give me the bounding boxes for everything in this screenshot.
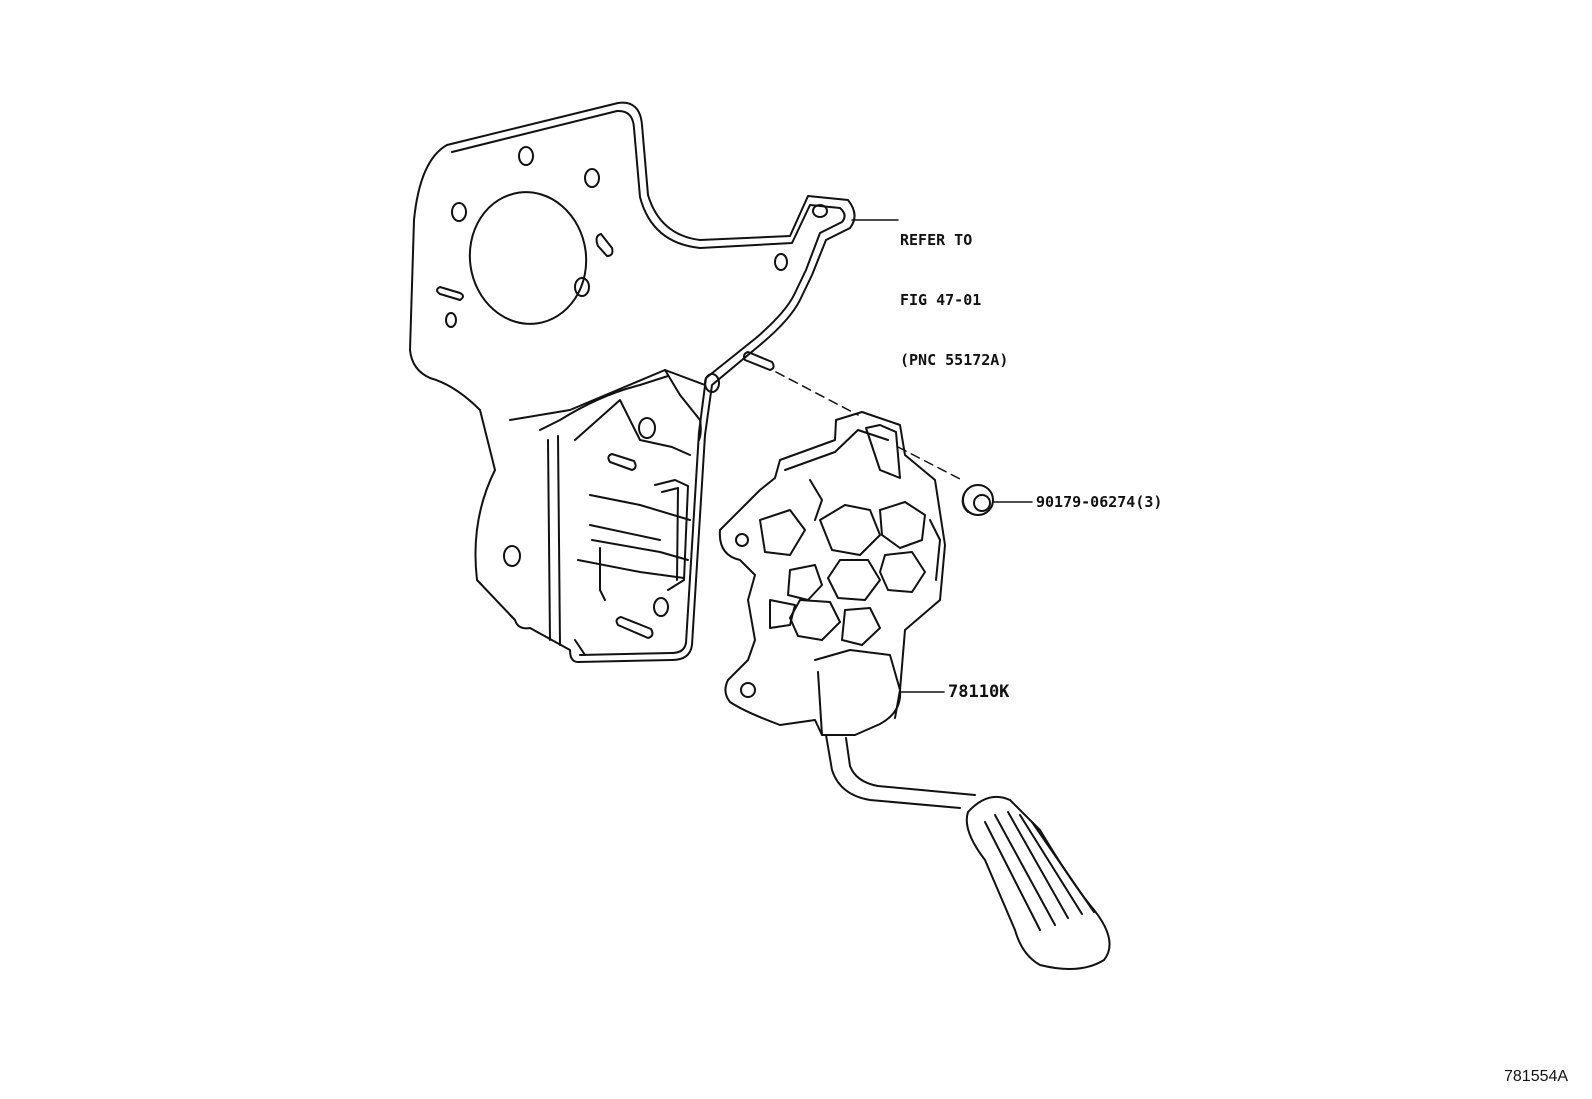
accelerator-pedal-assembly	[718, 411, 1111, 970]
pedal-assembly-part-number: 78110K	[948, 682, 1010, 702]
leader-lines	[851, 219, 1033, 693]
bracket-reference-callout: REFER TO FIG 47-01 (PNC 55172A)	[900, 190, 1008, 390]
flange-nut	[961, 484, 994, 516]
pedal-mounting-bracket	[409, 101, 856, 663]
bracket-reference-line-3: (PNC 55172A)	[900, 351, 1009, 369]
nut-part-number: 90179-06274(3)	[1036, 493, 1163, 511]
bracket-reference-line-1: REFER TO	[900, 231, 973, 249]
assembly-guide-lines	[775, 371, 963, 481]
figure-id: 781554A	[1504, 1068, 1569, 1085]
bracket-reference-line-2: FIG 47-01	[900, 291, 982, 309]
